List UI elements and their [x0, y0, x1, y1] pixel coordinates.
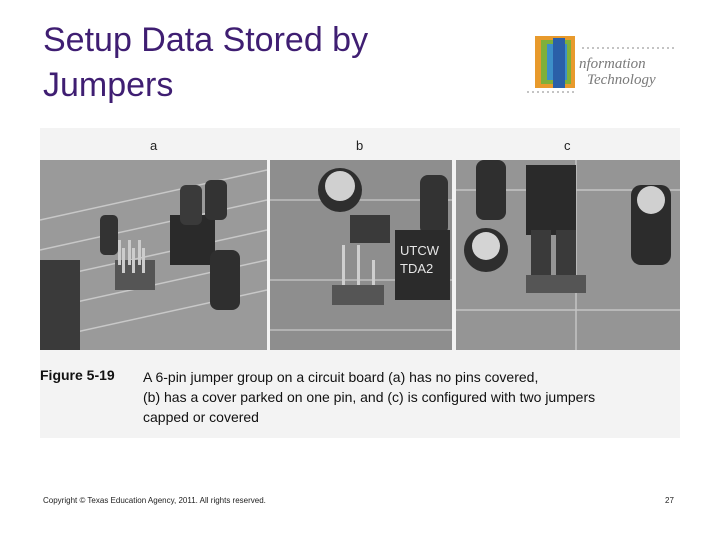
figure-caption-label: Figure 5-19 [40, 367, 115, 383]
logo-word-1: nformation [579, 56, 646, 72]
chip-label-tda2: TDA2 [400, 261, 433, 276]
chip-label-utcw: UTCW [400, 243, 440, 258]
caption-line-3: capped or covered [143, 409, 259, 425]
circuit-photo-b: UTCW TDA2 [270, 160, 452, 350]
page-number: 27 [665, 496, 674, 505]
panel-label-a: a [150, 138, 158, 153]
circuit-photo-a [40, 160, 267, 350]
panel-label-c: c [564, 138, 571, 153]
panel-label-b: b [356, 138, 364, 153]
slide-title: Setup Data Stored by Jumpers [43, 21, 369, 104]
figure-caption: A 6-pin jumper group on a circuit board … [143, 367, 675, 427]
circuit-photo-c [456, 160, 680, 350]
caption-line-2: (b) has a cover parked on one pin, and (… [143, 389, 596, 405]
logo-word-2: Technology [587, 72, 656, 88]
information-technology-logo: nformation Technology [527, 28, 682, 98]
caption-line-1: A 6-pin jumper group on a circuit board … [143, 369, 539, 385]
copyright-notice: Copyright © Texas Education Agency, 2011… [43, 496, 266, 505]
